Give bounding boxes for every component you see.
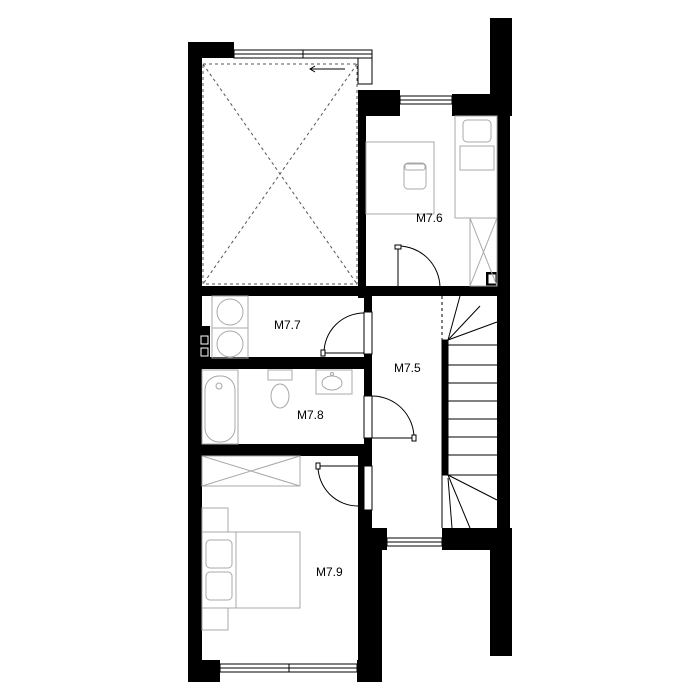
windows xyxy=(219,49,453,673)
right-outer-wall xyxy=(490,18,512,116)
double-bed xyxy=(201,531,301,609)
sliding-arrow xyxy=(309,65,345,73)
duct-box-bottom xyxy=(200,347,209,357)
bed-pillow-top xyxy=(205,539,233,569)
bedroom-wardrobe xyxy=(201,455,301,487)
door-m78-swing xyxy=(371,395,415,439)
duct-box-top xyxy=(200,335,209,345)
opening-m79 xyxy=(363,465,373,511)
room-label-m77: M7.7 xyxy=(274,318,301,332)
bedside-table xyxy=(459,145,495,171)
desk xyxy=(365,141,435,215)
bathtub xyxy=(201,369,239,445)
bed-pillow-bottom xyxy=(205,571,233,601)
bathtub-basin xyxy=(204,375,236,443)
door-m79-swing xyxy=(317,465,359,507)
door-handles xyxy=(315,244,417,470)
stair-winder-bottom-3 xyxy=(447,474,471,529)
top-left-wall xyxy=(188,42,234,58)
furniture xyxy=(201,115,498,631)
sink-basin xyxy=(321,375,343,391)
wall-m78-m79 xyxy=(188,444,372,456)
room76-top-left-wall xyxy=(358,90,400,116)
single-bed-pillow xyxy=(462,119,492,143)
wall-m77-m78 xyxy=(188,357,372,369)
dryer-drum xyxy=(216,330,244,358)
stair-winder-top-2 xyxy=(447,305,481,341)
window-top-frame xyxy=(357,57,373,85)
arrow-head xyxy=(309,65,316,73)
nightstand-top xyxy=(201,507,229,533)
room-label-m76: M7.6 xyxy=(416,211,443,225)
room-label-m75: M7.5 xyxy=(394,361,421,375)
sink-tap xyxy=(330,372,334,376)
room-labels: M7.6 M7.7 M7.5 M7.8 M7.9 xyxy=(274,211,443,579)
staircase xyxy=(441,295,498,529)
handle-m77 xyxy=(320,349,326,357)
right-outer-wall-lower xyxy=(490,528,512,656)
sink-counter xyxy=(315,369,353,395)
stair-railing xyxy=(442,340,448,475)
corridor-west-wall-bottom xyxy=(364,510,372,528)
wall-above-m77 xyxy=(188,286,508,296)
handle-m78 xyxy=(411,434,417,442)
room-label-m79: M7.9 xyxy=(316,565,343,579)
wardrobe-cross-b xyxy=(469,217,498,287)
door-m76-swing xyxy=(397,245,441,288)
bedroom-lower-east-wall xyxy=(370,528,382,680)
walls xyxy=(188,18,512,682)
room76-west-wall xyxy=(358,90,366,298)
right-wall-middle xyxy=(497,94,510,528)
void-open-to-below xyxy=(202,63,358,285)
void-diagonal-b xyxy=(202,63,358,285)
handle-m79 xyxy=(315,462,321,470)
corridor-west-wall-mid xyxy=(364,354,372,396)
room-label-m78: M7.8 xyxy=(297,408,324,422)
duct-details xyxy=(200,335,209,357)
wardrobe xyxy=(469,217,498,287)
bathtub-drain xyxy=(215,382,223,390)
stair-rail-outline xyxy=(441,339,449,476)
stair-winder-top-3 xyxy=(447,321,498,341)
stair-winder-bottom-4 xyxy=(447,477,453,529)
corridor-west-wall-top xyxy=(364,296,372,312)
toilet-tank xyxy=(267,369,293,381)
void-outline xyxy=(202,63,358,285)
corridor-west-wall-low xyxy=(364,438,372,466)
bottom-left-wall xyxy=(188,660,220,682)
corridor-bottom-left-wall xyxy=(370,528,387,550)
door-openings xyxy=(363,273,497,511)
stair-winder-top-1 xyxy=(447,295,461,341)
door-m77-swing xyxy=(323,312,365,354)
stair-winder-bottom-2 xyxy=(447,474,498,501)
opening-m77 xyxy=(363,311,373,355)
handle-m76 xyxy=(394,244,402,250)
toilet-bowl xyxy=(270,383,290,409)
doors xyxy=(317,245,441,507)
washing-machine-drum xyxy=(216,298,244,326)
desk-chair-back xyxy=(404,163,426,171)
desk-chair xyxy=(403,162,427,190)
nightstand-bottom xyxy=(201,607,229,631)
bedroom-wardrobe-cross-b xyxy=(201,455,301,487)
dryer xyxy=(211,327,249,359)
opening-m78 xyxy=(363,395,373,439)
corridor-bottom-right-wall xyxy=(442,528,500,550)
opening-right-duct xyxy=(487,273,497,285)
